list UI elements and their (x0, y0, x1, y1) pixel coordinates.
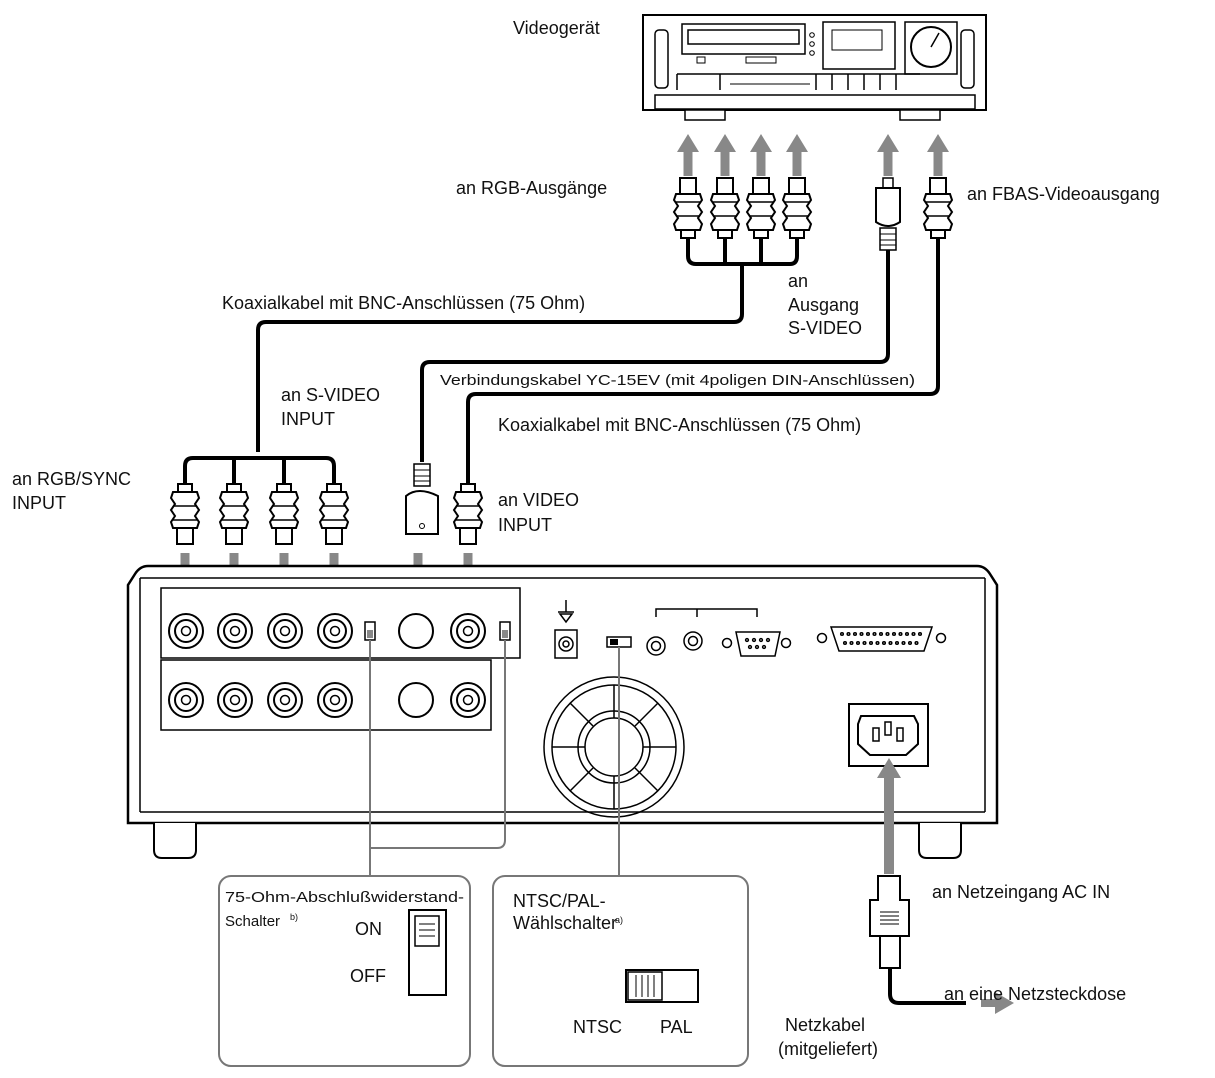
label-rgb-sync-2: INPUT (12, 493, 66, 513)
ntsc-pal-switch-small[interactable] (606, 636, 632, 648)
label-koax-top: Koaxialkabel mit BNC-Anschlüssen (75 Ohm… (222, 293, 585, 313)
terminator-on-label: ON (355, 919, 382, 939)
power-cable (869, 758, 1014, 1014)
label-yc-kabel: Verbindungskabel YC-15EV (mit 4poligen D… (440, 372, 915, 389)
pal-label: PAL (660, 1017, 693, 1037)
input-jacks-row-1 (168, 613, 486, 649)
ground-terminal (554, 600, 578, 659)
rgb-cable-bottom (183, 456, 336, 484)
fbas-connector-top (923, 177, 953, 239)
arrows-to-vcr (677, 134, 949, 176)
ntsc-pal-callout (492, 875, 749, 1067)
terminator-footnote: b) (290, 912, 298, 922)
label-svideo-input-2: INPUT (281, 409, 335, 429)
label-rgb-sync-1: an RGB/SYNC (12, 469, 131, 489)
label-svideo-ausgang-1: an (788, 271, 808, 291)
label-svideo-ausgang-2: Ausgang (788, 295, 859, 315)
terminator-title-2: Schalter (225, 913, 280, 930)
callout-lines (369, 640, 620, 876)
termination-switch-video[interactable] (499, 621, 511, 641)
label-rgb-ausgaenge: an RGB-Ausgänge (456, 178, 607, 198)
svideo-connector-bottom (405, 463, 439, 535)
terminator-title-1: 75-Ohm-Abschlußwiderstand- (225, 889, 464, 906)
svideo-connector-top (875, 177, 901, 251)
svideo-cable (420, 250, 890, 462)
rgb-cable-top (256, 238, 799, 452)
remote-connectors (646, 608, 792, 657)
label-svideo-input-1: an S-VIDEO (281, 385, 380, 405)
video-recorder (642, 14, 987, 121)
label-koax-right: Koaxialkabel mit BNC-Anschlüssen (75 Ohm… (498, 415, 861, 435)
cooling-fan (543, 676, 685, 818)
label-svideo-ausgang-3: S-VIDEO (788, 318, 862, 338)
label-netzkabel-1: Netzkabel (785, 1015, 865, 1035)
fbas-cable (466, 238, 940, 484)
ac-inlet (848, 703, 929, 767)
ntsc-label: NTSC (573, 1017, 622, 1037)
label-fbas-ausgang: an FBAS-Videoausgang (967, 184, 1160, 204)
parallel-port (816, 626, 947, 652)
label-video-input-2: INPUT (498, 515, 552, 535)
label-video-input-1: an VIDEO (498, 490, 579, 510)
label-netzeingang: an Netzeingang AC IN (932, 882, 1110, 902)
output-jacks-row-2 (168, 682, 486, 718)
ntsc-title-2: Wählschalter (513, 913, 617, 933)
label-netzsteckdose: an eine Netzsteckdose (944, 984, 1126, 1004)
label-netzkabel-2: (mitgeliefert) (778, 1039, 878, 1059)
rgb-output-connectors (673, 177, 812, 239)
ntsc-title-1: NTSC/PAL- (513, 891, 606, 911)
terminator-off-label: OFF (350, 966, 386, 986)
ntsc-footnote: a) (615, 915, 623, 925)
termination-switch-rgb[interactable] (364, 621, 376, 641)
label-videogeraet: Videogerät (513, 18, 600, 38)
terminator-switch-callout (218, 875, 471, 1067)
